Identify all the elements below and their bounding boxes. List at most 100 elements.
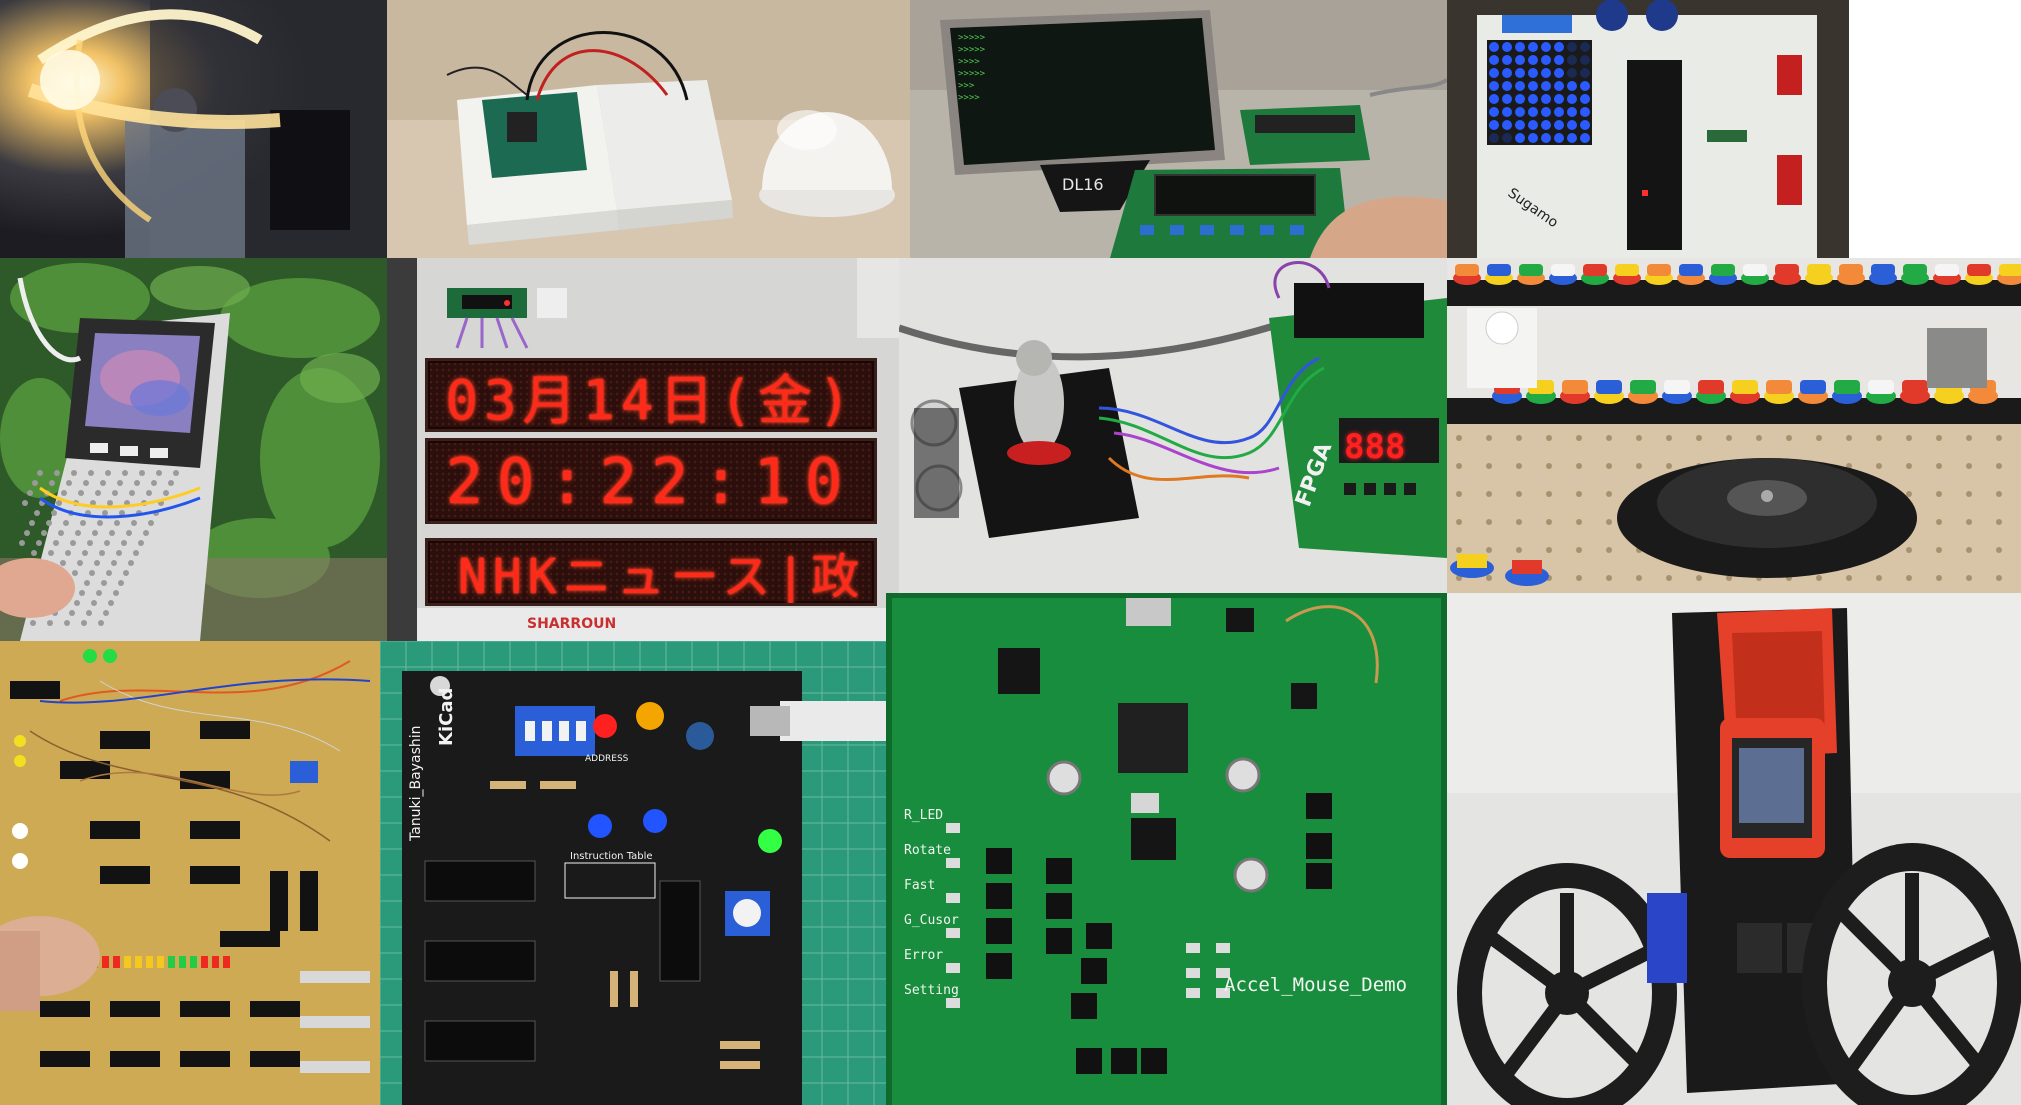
robot-image	[1447, 593, 2021, 1105]
sushi-conveyor-image	[1447, 258, 2021, 593]
photo-led-signboard: SHARROUN 03月14日(金) 20:22:10 NHKニュース|政	[387, 258, 899, 641]
led-date-panel: 03月14日(金)	[425, 358, 877, 432]
matrix-led-dot	[1554, 133, 1564, 143]
photo-sensor-enclosure	[387, 0, 910, 258]
matrix-led-dot	[1567, 42, 1577, 52]
matrix-led-dot	[1489, 120, 1499, 130]
svg-text:>>>>: >>>>	[958, 57, 980, 67]
photo-perfboard-cpu	[0, 641, 380, 1105]
led-news-panel: NHKニュース|政	[425, 538, 877, 606]
photo-balancing-robot	[1447, 593, 2021, 1105]
matrix-led-dot	[1489, 81, 1499, 91]
matrix-led-dot	[1567, 133, 1577, 143]
thermal-camera-image	[0, 258, 387, 641]
matrix-led-dot	[1541, 133, 1551, 143]
pcb-net-label: Rotate	[904, 843, 951, 858]
matrix-led-dot	[1567, 68, 1577, 78]
pcb-net-label: Setting	[904, 983, 959, 998]
pcb-net-label: Fast	[904, 878, 935, 893]
pcb-title: Accel_Mouse_Demo	[1224, 974, 1407, 996]
svg-text:>>>>>: >>>>>	[958, 69, 986, 79]
matrix-led-dot	[1554, 120, 1564, 130]
matrix-led-dot	[1580, 120, 1590, 130]
matrix-led-dot	[1489, 133, 1499, 143]
matrix-led-dot	[1554, 94, 1564, 104]
matrix-led-dot	[1580, 133, 1590, 143]
photo-led-matrix-shield: Sugamo	[1447, 0, 1849, 258]
matrix-led-dot	[1567, 94, 1577, 104]
matrix-led-dot	[1515, 133, 1525, 143]
matrix-led-dot	[1515, 94, 1525, 104]
led-news-text: NHKニュース|政	[458, 549, 866, 605]
fpga-7seg-display: 888	[1344, 427, 1405, 467]
matrix-led-dot	[1528, 107, 1538, 117]
kicad-logo-text: KiCad	[436, 688, 457, 746]
matrix-led-dot	[1515, 55, 1525, 65]
matrix-led-dot	[1580, 68, 1590, 78]
photo-display-monitor: >>>>> >>>>> >>>> >>>>> >>> >>>> DL16	[910, 0, 1447, 258]
monitor-label: DL16	[1062, 175, 1104, 194]
pcb-net-label: G_Cusor	[904, 913, 959, 928]
matrix-led-dot	[1515, 81, 1525, 91]
matrix-led-dot	[1567, 107, 1577, 117]
kicad-board-image: Tanuki_Bayashin KiCad ADDRESS Instructio…	[380, 641, 886, 1105]
matrix-led-dot	[1541, 81, 1551, 91]
photo-sushi-conveyor	[1447, 258, 2021, 593]
matrix-led-dot	[1489, 107, 1499, 117]
photo-light-painting	[0, 0, 387, 258]
matrix-led-dot	[1554, 68, 1564, 78]
photo-thermal-camera-plant	[0, 258, 387, 641]
matrix-led-dot	[1528, 81, 1538, 91]
led-time-text: 20:22:10	[445, 444, 857, 518]
svg-text:SHARROUN: SHARROUN	[527, 616, 616, 632]
pcb-net-label: R_LED	[904, 808, 943, 823]
led-time-panel: 20:22:10	[425, 438, 877, 524]
monitor-image: >>>>> >>>>> >>>> >>>>> >>> >>>> DL16	[910, 0, 1447, 258]
photo-fpga-ultrasonic: 888 FPGA	[899, 258, 1447, 593]
matrix-led-dot	[1528, 94, 1538, 104]
svg-text:>>>>: >>>>	[958, 93, 980, 103]
kicad-address-label: ADDRESS	[585, 754, 629, 764]
matrix-led-dot	[1489, 42, 1499, 52]
matrix-led-dot	[1580, 107, 1590, 117]
matrix-led-dot	[1541, 42, 1551, 52]
matrix-led-dot	[1580, 42, 1590, 52]
photo-kicad-4bit-cpu: Tanuki_Bayashin KiCad ADDRESS Instructio…	[380, 641, 886, 1105]
matrix-led-dot	[1541, 55, 1551, 65]
light-painting-image	[0, 0, 387, 258]
matrix-led-dot	[1515, 120, 1525, 130]
matrix-led-dot	[1489, 94, 1499, 104]
enclosure-image	[387, 0, 910, 258]
matrix-led-dot	[1567, 120, 1577, 130]
matrix-led-dot	[1554, 42, 1564, 52]
matrix-led-dot	[1502, 133, 1512, 143]
matrix-led-dot	[1580, 81, 1590, 91]
matrix-led-dot	[1528, 120, 1538, 130]
matrix-led-dot	[1502, 55, 1512, 65]
matrix-led-dot	[1541, 120, 1551, 130]
matrix-led-dot	[1515, 42, 1525, 52]
matrix-led-dot	[1502, 42, 1512, 52]
matrix-led-dot	[1554, 55, 1564, 65]
matrix-image: Sugamo	[1447, 0, 1849, 258]
led-date-text: 03月14日(金)	[445, 368, 857, 432]
pcb-net-label: Error	[904, 948, 943, 963]
matrix-led-dot	[1489, 55, 1499, 65]
svg-text:>>>>>: >>>>>	[958, 33, 986, 43]
matrix-led-dot	[1554, 81, 1564, 91]
perfboard-image	[0, 641, 380, 1105]
matrix-led-dot	[1502, 81, 1512, 91]
svg-text:>>>: >>>	[958, 81, 975, 91]
matrix-led-dot	[1554, 107, 1564, 117]
matrix-led-dot	[1541, 94, 1551, 104]
kicad-table-title: Instruction Table	[570, 851, 653, 862]
matrix-led-dot	[1580, 94, 1590, 104]
matrix-led-dot	[1580, 55, 1590, 65]
matrix-led-dot	[1541, 107, 1551, 117]
matrix-led-dot	[1489, 68, 1499, 78]
kicad-author-text: Tanuki_Bayashin	[408, 725, 424, 842]
matrix-led-dot	[1528, 68, 1538, 78]
svg-text:>>>>>: >>>>>	[958, 45, 986, 55]
matrix-led-dot	[1528, 133, 1538, 143]
